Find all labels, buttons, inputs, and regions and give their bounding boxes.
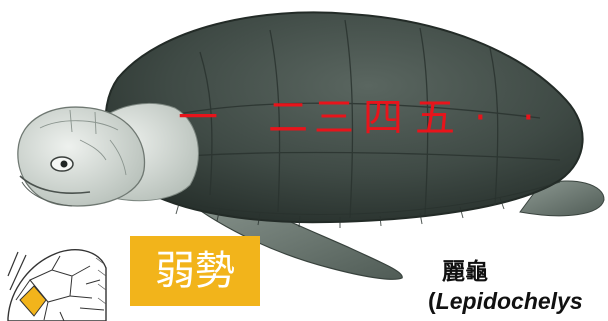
marginal-scutes bbox=[149, 181, 561, 228]
turtle-head bbox=[17, 106, 146, 207]
carapace-numeral-5: 五 bbox=[415, 95, 455, 141]
species-scientific-name: (Lepidochelys bbox=[428, 288, 583, 314]
carapace-numeral-2: 二 bbox=[268, 95, 308, 141]
carapace-numeral-4: 四 bbox=[363, 95, 403, 141]
turtle-mouth bbox=[19, 175, 91, 195]
head-scales bbox=[39, 109, 127, 176]
turtle-head-scale-diagram-icon bbox=[7, 249, 107, 321]
status-badge: 弱勢 bbox=[130, 236, 260, 306]
carapace-dot-2: · bbox=[522, 95, 535, 141]
carapace-dot-1: · bbox=[474, 95, 487, 141]
carapace-numeral-1: 一 bbox=[178, 95, 218, 141]
species-common-name: 麗龜 bbox=[442, 259, 488, 285]
carapace-numeral-3: 三 bbox=[314, 95, 354, 141]
